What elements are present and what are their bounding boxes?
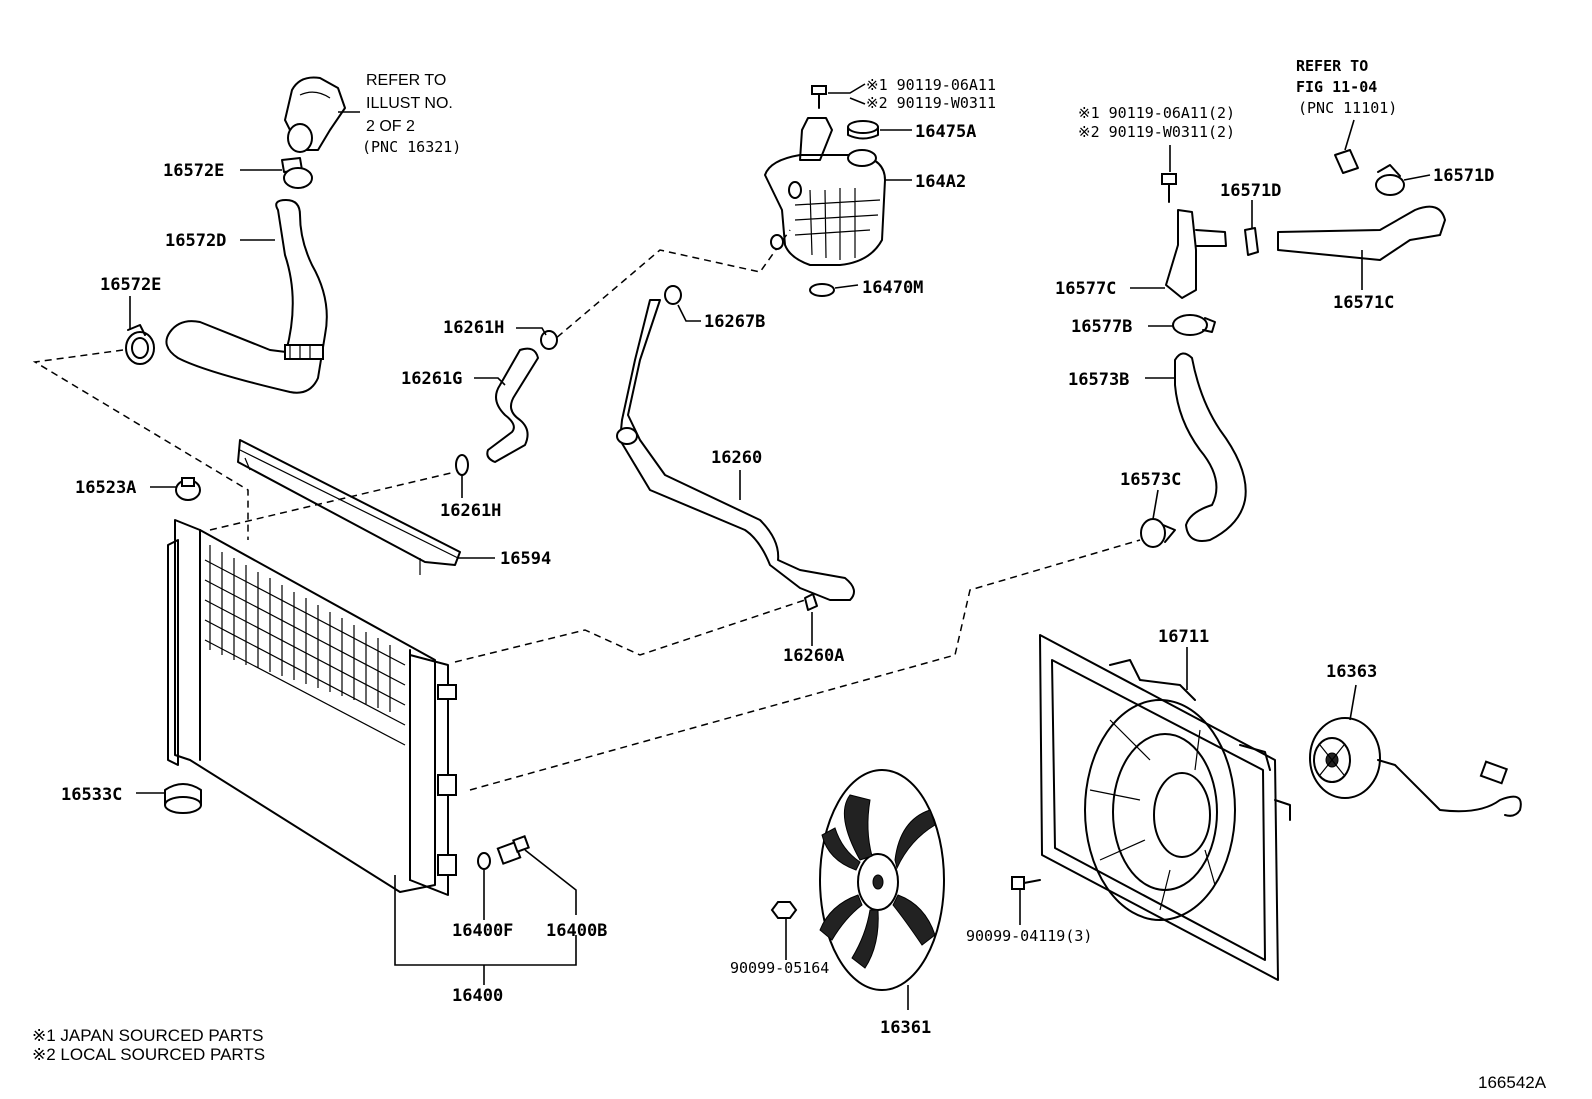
radiator-assembly: [167, 519, 457, 896]
ref-b-line2: FIG 11-04: [1296, 78, 1377, 96]
note-inlet-bolt-1: ※1 90119-06A11(2): [1078, 104, 1235, 122]
part-labels: 16572E 16572D 16572E 16261H 16261G 16261…: [61, 122, 1494, 1038]
cushion-16470M: [809, 283, 835, 297]
fan-motor-16363: [1309, 717, 1522, 817]
label-90099-05164: 90099-05164: [730, 959, 829, 977]
lower-hose-16571C: [1277, 205, 1446, 261]
footer-local-sourced: ※2 LOCAL SOURCED PARTS: [32, 1045, 265, 1064]
ref-b-line1: REFER TO: [1296, 57, 1368, 75]
label-16577C: 16577C: [1055, 279, 1116, 299]
label-16711: 16711: [1158, 627, 1209, 647]
label-16261G: 16261G: [401, 369, 462, 389]
hose-16573B: [1174, 352, 1247, 542]
clamp-16572E-left: [125, 324, 155, 365]
clamp-16261H-top: [540, 330, 558, 350]
label-16571C: 16571C: [1333, 293, 1394, 313]
ref-a-line3: 2 OF 2: [366, 118, 415, 135]
ref-a-line1: REFER TO: [366, 72, 446, 89]
bolt-90099-04119: [1011, 876, 1041, 890]
reference-notes: ※1 90119-06A11 ※2 90119-W0311 ※1 90119-0…: [362, 57, 1397, 156]
label-16363: 16363: [1326, 662, 1377, 682]
reserve-hose-16261G: [486, 347, 539, 463]
cooling-fan-16361: [819, 769, 945, 991]
upper-radiator-hose-16572D: [165, 199, 328, 394]
o-ring-16400F: [477, 852, 491, 870]
clamp-16260A: [804, 593, 818, 611]
label-16470M: 16470M: [862, 278, 923, 298]
water-outlet-reference: [284, 76, 360, 153]
bolt-reserve-tank: [811, 85, 827, 109]
radiator-support-16594: [237, 439, 461, 575]
label-16400: 16400: [452, 986, 503, 1006]
label-16572E-left: 16572E: [100, 275, 161, 295]
plug-16523A: [175, 477, 201, 501]
label-16573B: 16573B: [1068, 370, 1129, 390]
label-16361: 16361: [880, 1018, 931, 1038]
label-16260: 16260: [711, 448, 762, 468]
clamp-16571D-left: [1244, 227, 1259, 256]
label-16400F: 16400F: [452, 921, 513, 941]
label-16533C: 16533C: [61, 785, 122, 805]
radiator-fins: [204, 545, 406, 746]
water-inlet-16577C: [1165, 209, 1227, 299]
figure-id: 166542A: [1478, 1073, 1547, 1092]
label-90099-04119: 90099-04119(3): [966, 927, 1092, 945]
clamp-16577B: [1172, 314, 1216, 336]
tank-hose-16260: [616, 299, 855, 601]
clamp-16572E-top: [281, 157, 313, 189]
reserve-tank-164A2: [764, 117, 886, 266]
ref-a-line4: (PNC 16321): [362, 138, 461, 156]
label-16261H-top: 16261H: [443, 318, 504, 338]
note-tank-bolt-2: ※2 90119-W0311: [866, 94, 996, 112]
drain-cock-16400B: [496, 835, 530, 865]
label-16572D: 16572D: [165, 231, 226, 251]
footer-japan-sourced: ※1 JAPAN SOURCED PARTS: [32, 1026, 264, 1045]
leader-lines: [129, 83, 1431, 1010]
ref-pipe-11101: [1334, 149, 1359, 174]
label-16267B: 16267B: [704, 312, 765, 332]
note-inlet-bolt-2: ※2 90119-W0311(2): [1078, 123, 1235, 141]
label-16475A: 16475A: [915, 122, 976, 142]
label-16573C: 16573C: [1120, 470, 1181, 490]
label-16594: 16594: [500, 549, 551, 569]
bolt-water-inlet: [1161, 173, 1177, 203]
clamp-16261H-bottom: [455, 454, 469, 476]
label-16523A: 16523A: [75, 478, 136, 498]
label-16572E-top: 16572E: [163, 161, 224, 181]
label-16577B: 16577B: [1071, 317, 1132, 337]
radiator-cap-16533C: [164, 783, 202, 814]
ref-b-line3: (PNC 11101): [1298, 99, 1397, 117]
label-16260A: 16260A: [783, 646, 844, 666]
ref-a-line2: ILLUST NO.: [366, 95, 453, 112]
clamp-16573C: [1140, 518, 1176, 548]
clamp-16267B: [664, 285, 682, 305]
label-16261H-bottom: 16261H: [440, 501, 501, 521]
footer: ※1 JAPAN SOURCED PARTS ※2 LOCAL SOURCED …: [32, 1026, 1547, 1092]
label-164A2: 164A2: [915, 172, 966, 192]
routing-dashed-lines: [32, 229, 1141, 791]
label-16400B: 16400B: [546, 921, 607, 941]
fan-shroud-16711: [1039, 634, 1291, 981]
reserve-tank-cap-16475A: [847, 120, 879, 140]
label-16571D-left: 16571D: [1220, 181, 1281, 201]
nut-90099-05164: [770, 901, 798, 919]
clamp-16571D-right: [1375, 164, 1405, 196]
note-tank-bolt-1: ※1 90119-06A11: [866, 76, 996, 94]
label-16571D-right: 16571D: [1433, 166, 1494, 186]
